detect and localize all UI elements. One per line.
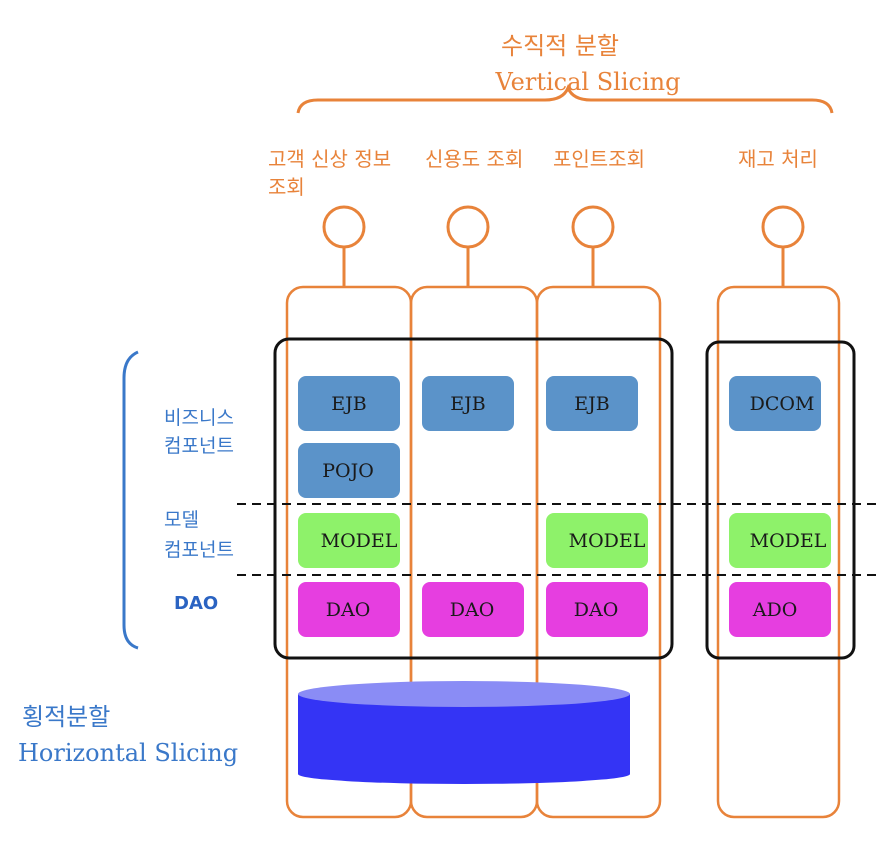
dao-box-3 — [546, 582, 648, 637]
model-box-1 — [298, 513, 400, 568]
dao-box-1 — [298, 582, 400, 637]
model-box-4 — [729, 513, 831, 568]
column-title-points: 포인트조회 — [553, 147, 645, 171]
model-label-3: MODEL — [569, 530, 646, 552]
column-containers — [285, 285, 841, 819]
column-title-customer-info-line2: 조회 — [268, 175, 305, 199]
vertical-slicing-korean: 수직적 분할 — [501, 32, 619, 60]
dcom-label: DCOM — [750, 393, 815, 415]
interface-circle-1 — [322, 205, 366, 249]
pojo-label: POJO — [322, 460, 374, 482]
layer-brace — [122, 350, 139, 650]
horizontal-slicing-korean: 횡적분할 — [22, 703, 110, 731]
ejb-label-3: EJB — [574, 393, 609, 415]
dao-layer-label: DAO — [174, 593, 218, 614]
vertical-slicing-brace — [296, 84, 834, 114]
dao-box-2 — [422, 582, 524, 637]
pojo-box — [298, 443, 400, 498]
column-container-4 — [716, 285, 841, 819]
business-layer-label-line2: 컴포넌트 — [164, 435, 234, 457]
interface-connectors — [322, 205, 805, 287]
dao-label-3: DAO — [574, 599, 619, 621]
ejb-box-2 — [422, 376, 514, 431]
model-layer-label: 모델 — [164, 509, 199, 531]
column-title-credit: 신용도 조회 — [425, 147, 523, 171]
ejb-box-3 — [546, 376, 638, 431]
model-box-3 — [546, 513, 648, 568]
interface-circle-2 — [446, 205, 490, 249]
ejb-label-2: EJB — [450, 393, 485, 415]
ejb-box-1 — [298, 376, 400, 431]
interface-circle-4 — [761, 205, 805, 249]
vertical-slicing-english: Vertical Slicing — [495, 68, 681, 96]
interface-circle-3 — [571, 205, 615, 249]
column-title-inventory: 재고 처리 — [738, 147, 818, 171]
column-title-customer-info: 고객 신상 정보 — [268, 147, 391, 171]
model-layer-label-line2: 컴포넌트 — [164, 539, 234, 561]
dao-label-2: DAO — [450, 599, 495, 621]
model-label-4: MODEL — [750, 530, 827, 552]
dao-label-1: DAO — [326, 599, 371, 621]
ejb-label-1: EJB — [331, 393, 366, 415]
horizontal-slicing-english: Horizontal Slicing — [18, 739, 238, 767]
column-container-3 — [535, 285, 662, 819]
database-cylinder — [298, 681, 630, 784]
business-layer-label: 비즈니스 — [164, 407, 234, 429]
ado-box — [729, 582, 831, 637]
group-frame-java — [273, 337, 674, 660]
dcom-box — [729, 376, 821, 431]
ado-label: ADO — [752, 599, 798, 621]
model-label-1: MODEL — [321, 530, 398, 552]
group-frame-ms — [705, 340, 856, 660]
